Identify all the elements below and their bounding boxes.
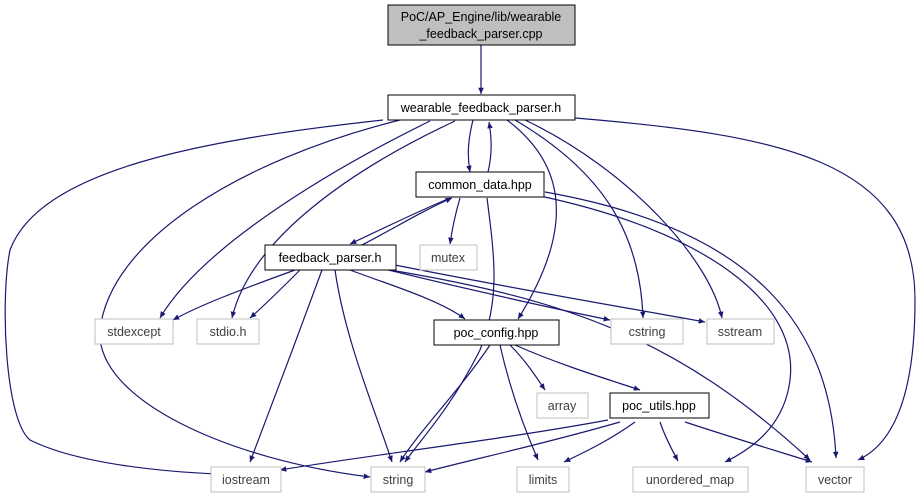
edge-common-data-to-mutex: [448, 197, 461, 245]
node-root[interactable]: PoC/AP_Engine/lib/wearable _feedback_par…: [387, 4, 576, 46]
edge-fp-to-sstream: [394, 264, 706, 324]
edge-common-data-to-string: [404, 197, 495, 463]
edge-poc-utils-to-unordered-map: [659, 421, 679, 462]
edge-wfp-to-common-data: [466, 119, 474, 173]
node-poc-config-label: poc_config.hpp: [454, 326, 539, 340]
edge-wfp-to-vector: [574, 117, 916, 461]
node-stdio-label: stdio.h: [210, 325, 247, 339]
edge-wfp-to-string: [99, 119, 401, 480]
edge-wfp-to-sstream: [524, 119, 724, 319]
edge-feedback-parser-to-common-data: [359, 197, 453, 247]
node-array-label: array: [548, 399, 577, 413]
node-vector[interactable]: vector: [805, 466, 865, 493]
edge-poc-config-to-array: [509, 344, 546, 391]
node-wfp-label: wearable_feedback_parser.h: [400, 101, 562, 115]
node-array[interactable]: array: [536, 392, 589, 419]
edge-poc-utils-to-iostream: [279, 419, 609, 472]
edge-wfp-to-iostream: [4, 119, 384, 477]
edge-common-data-to-vector: [544, 191, 839, 459]
node-wearable-feedback-parser-h[interactable]: wearable_feedback_parser.h: [387, 94, 576, 121]
node-common-data-hpp[interactable]: common_data.hpp: [415, 171, 545, 198]
edge-common-data-to-unordered-map: [539, 195, 792, 463]
node-root-line2: _feedback_parser.cpp: [418, 27, 542, 41]
node-poc-utils-hpp[interactable]: poc_utils.hpp: [609, 392, 710, 419]
edge-wfp-to-stdexcept: [159, 120, 431, 319]
edge-fp-to-vector: [389, 269, 811, 461]
node-stdexcept[interactable]: stdexcept: [94, 318, 174, 345]
node-feedback-parser-label: feedback_parser.h: [279, 251, 382, 265]
node-stdio-h[interactable]: stdio.h: [196, 318, 260, 345]
node-feedback-parser-h[interactable]: feedback_parser.h: [264, 244, 397, 271]
edge-fp-to-poc-config: [349, 269, 466, 320]
edge-poc-config-to-poc-utils: [514, 344, 641, 391]
node-poc-utils-label: poc_utils.hpp: [622, 399, 696, 413]
edge-fp-to-stdio: [249, 269, 301, 319]
node-cstring[interactable]: cstring: [610, 318, 684, 345]
node-stdexcept-label: stdexcept: [107, 325, 161, 339]
edge-common-data-to-wfp: [487, 121, 493, 173]
edge-wfp-to-stdio: [230, 120, 456, 319]
node-limits[interactable]: limits: [516, 466, 570, 493]
edge-wfp-to-poc-config: [506, 119, 557, 320]
edge-poc-config-to-string: [399, 344, 491, 463]
edge-poc-utils-to-limits: [563, 421, 636, 463]
node-root-line1: PoC/AP_Engine/lib/wearable: [401, 10, 562, 24]
edge-poc-utils-to-vector: [684, 421, 813, 463]
node-limits-label: limits: [529, 473, 557, 487]
edge-poc-utils-to-string: [424, 421, 621, 474]
edge-fp-to-cstring: [379, 267, 611, 322]
node-poc-config-hpp[interactable]: poc_config.hpp: [433, 319, 560, 346]
edge-poc-config-to-limits: [499, 344, 539, 461]
node-string[interactable]: string: [370, 466, 426, 493]
node-cstring-label: cstring: [629, 325, 666, 339]
node-string-label: string: [383, 473, 414, 487]
node-unordered-map-label: unordered_map: [646, 473, 734, 487]
edge-fp-to-stdexcept: [172, 269, 296, 321]
node-sstream-label: sstream: [718, 325, 762, 339]
edge-fp-to-string: [334, 269, 393, 463]
edge-wfp-to-cstring: [514, 119, 646, 319]
node-mutex[interactable]: mutex: [419, 244, 478, 271]
node-unordered-map[interactable]: unordered_map: [632, 466, 749, 493]
node-iostream-label: iostream: [222, 473, 270, 487]
node-sstream[interactable]: sstream: [706, 318, 775, 345]
edge-common-data-to-feedback-parser: [349, 197, 451, 245]
node-common-data-label: common_data.hpp: [428, 178, 532, 192]
edge-fp-to-iostream: [249, 269, 323, 463]
node-iostream[interactable]: iostream: [210, 466, 282, 493]
node-vector-label: vector: [818, 473, 852, 487]
node-mutex-label: mutex: [431, 251, 466, 265]
